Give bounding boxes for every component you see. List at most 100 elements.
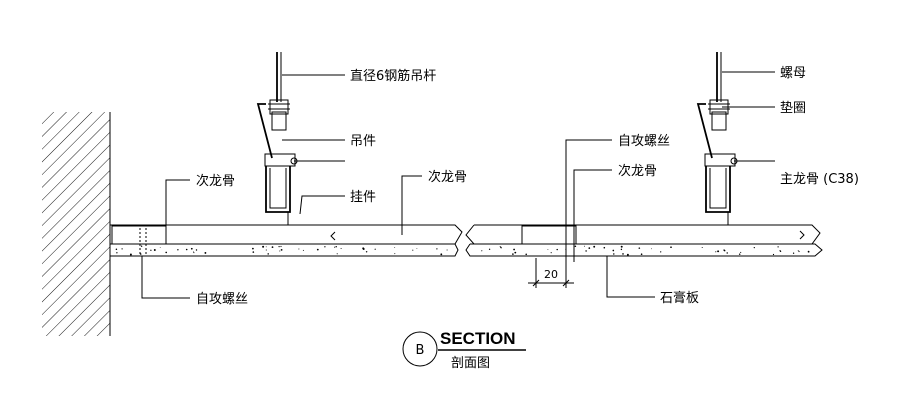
section-title: SECTION [440, 329, 516, 348]
gypsum-speckle [265, 246, 267, 248]
gypsum-speckle [195, 249, 198, 251]
gypsum-speckle [808, 251, 810, 253]
gypsum-speckle [622, 253, 624, 255]
gypsum-speckle [446, 249, 448, 251]
gypsum-speckle [153, 249, 156, 251]
dimension-20: 20 [528, 258, 574, 288]
gypsum-speckle [638, 247, 641, 249]
gypsum-speckle [165, 251, 168, 254]
gypsum-speckle [488, 248, 491, 250]
gypsum-speckle [500, 247, 502, 249]
gypsum-speckle [394, 247, 396, 248]
label-gypsum: 石膏板 [660, 290, 699, 306]
gypsum-speckle [779, 250, 782, 253]
gypsum-speckle [121, 248, 123, 250]
gypsum-speckle [565, 248, 567, 250]
gypsum-speckle [513, 248, 515, 251]
section-subtitle: 剖面图 [451, 356, 490, 371]
gypsum-speckle [717, 250, 720, 253]
gypsum-speckle [436, 248, 438, 250]
label-rod: 直径6钢筋吊杆 [350, 68, 436, 84]
gypsum-speckle [620, 245, 623, 248]
gypsum-speckle [547, 249, 549, 250]
label-screw-mid: 自攻螺丝 [618, 134, 670, 149]
gypsum-speckle [660, 251, 662, 253]
gypsum-speckle [593, 245, 596, 248]
label-clip: 挂件 [350, 190, 376, 205]
gypsum-speckle [574, 245, 577, 248]
gypsum-speckle [265, 249, 267, 251]
gypsum-speckle [129, 253, 132, 256]
secondary-keel-left [110, 224, 463, 245]
wall [42, 112, 111, 336]
gypsum-speckle [612, 249, 615, 252]
gypsum-speckle [620, 248, 623, 251]
edge-support-left [111, 225, 167, 254]
label-screw-left: 自攻螺丝 [196, 292, 248, 307]
hanger-assembly-left [256, 52, 298, 225]
label-secondary-keel-mid: 次龙骨 [428, 169, 467, 185]
gypsum-speckle [362, 248, 365, 250]
gypsum-speckle [279, 250, 281, 252]
gypsum-speckle [740, 251, 742, 253]
gypsum-speckle [336, 253, 338, 255]
section-marker-letter: B [416, 343, 425, 358]
gypsum-speckle [267, 253, 269, 255]
gypsum-speckle [670, 246, 672, 249]
gypsum-speckle [252, 247, 254, 250]
gypsum-speckle [640, 253, 643, 256]
label-secondary-keel-center: 次龙骨 [618, 163, 657, 179]
gypsum-speckle [798, 250, 800, 253]
gypsum-speckle [204, 251, 207, 254]
gypsum-speckle [626, 253, 629, 256]
gypsum-speckle [701, 246, 703, 249]
gypsum-speckle [394, 253, 396, 255]
gypsum-speckle [280, 245, 282, 248]
gypsum-speckle [302, 249, 304, 251]
gypsum-speckle [262, 245, 265, 248]
gypsum-speckle [140, 253, 142, 255]
label-secondary-keel-left: 次龙骨 [196, 173, 235, 189]
gypsum-speckle [298, 248, 300, 250]
gypsum-speckle [177, 249, 179, 251]
gypsum-speckle [334, 246, 336, 248]
gypsum-speckle [159, 247, 161, 248]
leader-lines [141, 71, 775, 299]
gypsum-speckle [365, 251, 368, 253]
gypsum-speckle [556, 248, 558, 251]
gypsum-speckle [278, 245, 280, 248]
gypsum-speckle [271, 246, 274, 248]
gypsum-speckle [797, 250, 799, 252]
gypsum-speckle [585, 250, 587, 252]
gypsum-speckle [252, 251, 255, 253]
gypsum-speckle [280, 249, 283, 251]
gypsum-speckle [193, 251, 194, 253]
gypsum-speckle [753, 246, 755, 249]
gypsum-speckle [550, 252, 552, 254]
secondary-keel-right [465, 224, 821, 245]
gypsum-speckle [726, 252, 728, 254]
gypsum-speckle [777, 246, 779, 248]
gypsum-board-left [110, 243, 459, 257]
gypsum-texture [115, 245, 810, 256]
gypsum-speckle [525, 253, 527, 256]
gypsum-speckle [514, 251, 517, 254]
gypsum-speckle [116, 252, 118, 254]
gypsum-speckle [440, 253, 443, 256]
gypsum-speckle [335, 246, 337, 248]
gypsum-speckle [588, 247, 591, 249]
gypsum-speckle [340, 248, 342, 249]
gypsum-speckle [650, 248, 652, 250]
gypsum-speckle [193, 252, 195, 254]
label-nut: 螺母 [780, 66, 806, 81]
gypsum-speckle [316, 248, 319, 251]
section-marker: B SECTION 剖面图 [402, 329, 526, 371]
label-washer: 垫圈 [780, 100, 806, 116]
gypsum-speckle [190, 247, 193, 250]
gypsum-speckle [772, 253, 775, 256]
gypsum-speckle [185, 248, 188, 251]
gypsum-speckle [150, 249, 152, 251]
gypsum-speckle [583, 245, 585, 247]
gypsum-speckle [115, 248, 118, 250]
